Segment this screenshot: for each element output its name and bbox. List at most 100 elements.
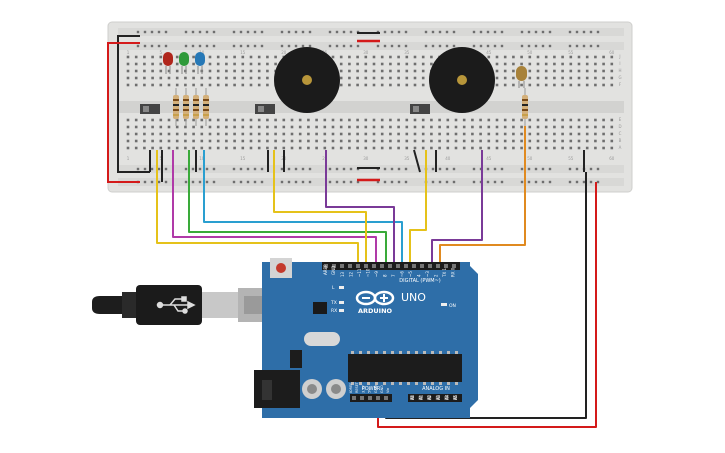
breadboard-hole	[233, 69, 236, 73]
header-pin[interactable]	[376, 396, 380, 400]
breadboard-hole	[364, 125, 368, 129]
header-pin[interactable]	[453, 396, 457, 400]
header-pin[interactable]	[435, 396, 440, 400]
breadboard-hole	[315, 132, 318, 136]
rail-hole	[445, 167, 449, 171]
breadboard-hole	[438, 132, 441, 136]
rail-hole	[548, 44, 552, 48]
breadboard-hole	[356, 118, 359, 122]
header-pin[interactable]	[368, 396, 372, 400]
breadboard-hole	[151, 83, 154, 87]
rail-hole	[520, 30, 524, 34]
arduino-model: UNO	[401, 291, 426, 304]
breadboard-hole	[266, 76, 269, 80]
header-pin[interactable]	[348, 264, 352, 268]
breadboard-hole	[257, 76, 261, 80]
header-pin[interactable]	[444, 396, 449, 400]
breadboard-hole	[544, 69, 548, 73]
rail-hole	[575, 44, 579, 48]
header-pin[interactable]	[452, 264, 456, 268]
breadboard-hole	[610, 139, 614, 143]
breadboard-hole	[372, 62, 376, 66]
header-pin[interactable]	[356, 264, 360, 268]
rail-hole	[335, 180, 339, 184]
breadboard-hole	[561, 55, 564, 59]
tx-label: TX	[330, 300, 337, 306]
header-pin[interactable]	[388, 264, 392, 268]
header-pin[interactable]	[436, 264, 440, 268]
header-pin[interactable]	[372, 264, 376, 268]
breadboard-hole	[585, 146, 589, 150]
header-pin[interactable]	[324, 264, 328, 268]
header-pin[interactable]	[360, 396, 364, 400]
breadboard-hole	[512, 55, 515, 59]
breadboard-hole	[569, 118, 573, 122]
breadboard-hole	[446, 125, 450, 129]
rail-hole	[404, 30, 408, 34]
breadboard-hole	[257, 139, 261, 143]
header-pin[interactable]	[396, 264, 400, 268]
reset-button-cap[interactable]	[276, 263, 286, 273]
breadboard-hole	[233, 55, 236, 59]
slide-switch-1[interactable]	[140, 104, 160, 114]
breadboard-hole	[298, 125, 302, 129]
breadboard-hole	[356, 132, 359, 136]
breadboard-hole	[430, 132, 433, 136]
header-pin[interactable]	[332, 264, 336, 268]
rail-hole	[212, 44, 216, 48]
breadboard-hole	[569, 146, 573, 150]
header-pin[interactable]	[427, 396, 432, 400]
breadboard-hole	[249, 55, 253, 59]
header-pin[interactable]	[428, 264, 432, 268]
header-pin[interactable]	[352, 396, 356, 400]
breadboard-hole	[397, 146, 400, 150]
header-pin[interactable]	[404, 264, 408, 268]
slide-switch-2[interactable]	[255, 104, 275, 114]
header-pin[interactable]	[412, 264, 416, 268]
breadboard-hole	[512, 76, 515, 80]
power-label: POWER	[362, 386, 381, 392]
usb-connector-metal	[202, 292, 238, 318]
header-pin[interactable]	[410, 396, 414, 400]
breadboard-hole	[471, 118, 474, 122]
rail-hole	[280, 44, 284, 48]
breadboard-hole	[569, 55, 573, 59]
breadboard-hole	[307, 125, 310, 129]
breadboard-hole	[380, 76, 384, 80]
breadboard-hole	[372, 125, 376, 129]
header-pin[interactable]	[380, 264, 384, 268]
breadboard-hole	[594, 76, 597, 80]
breadboard-hole	[553, 125, 556, 129]
chip-pin	[407, 351, 410, 354]
breadboard-hole	[266, 62, 269, 66]
breadboard-hole	[503, 83, 507, 87]
rail-hole	[212, 30, 216, 34]
rail-hole	[445, 44, 449, 48]
header-pin[interactable]	[364, 264, 368, 268]
breadboard-hole	[126, 139, 130, 143]
breadboard-hole	[257, 125, 261, 129]
breadboard-hole	[585, 55, 589, 59]
header-pin[interactable]	[420, 264, 424, 268]
on-label: ON	[449, 303, 456, 309]
breadboard-hole	[569, 83, 573, 87]
breadboard-hole	[266, 83, 269, 87]
rail-hole	[301, 167, 305, 171]
breadboard-hole	[389, 76, 392, 80]
breadboard-hole	[175, 76, 179, 80]
rail-hole	[500, 180, 504, 184]
gnd-label: GND	[331, 266, 336, 275]
breadboard-hole	[339, 146, 343, 150]
header-pin[interactable]	[384, 396, 388, 400]
slide-switch-3[interactable]	[410, 104, 430, 114]
header-pin[interactable]	[340, 264, 344, 268]
header-pin[interactable]	[418, 396, 423, 400]
breadboard-hole	[446, 132, 450, 136]
breadboard-hole	[479, 139, 482, 143]
header-pins	[324, 264, 457, 400]
breadboard-hole	[241, 139, 245, 143]
breadboard-hole	[364, 139, 368, 143]
header-pin[interactable]	[444, 264, 448, 268]
breadboard-hole	[430, 139, 433, 143]
rail-hole	[253, 30, 257, 34]
